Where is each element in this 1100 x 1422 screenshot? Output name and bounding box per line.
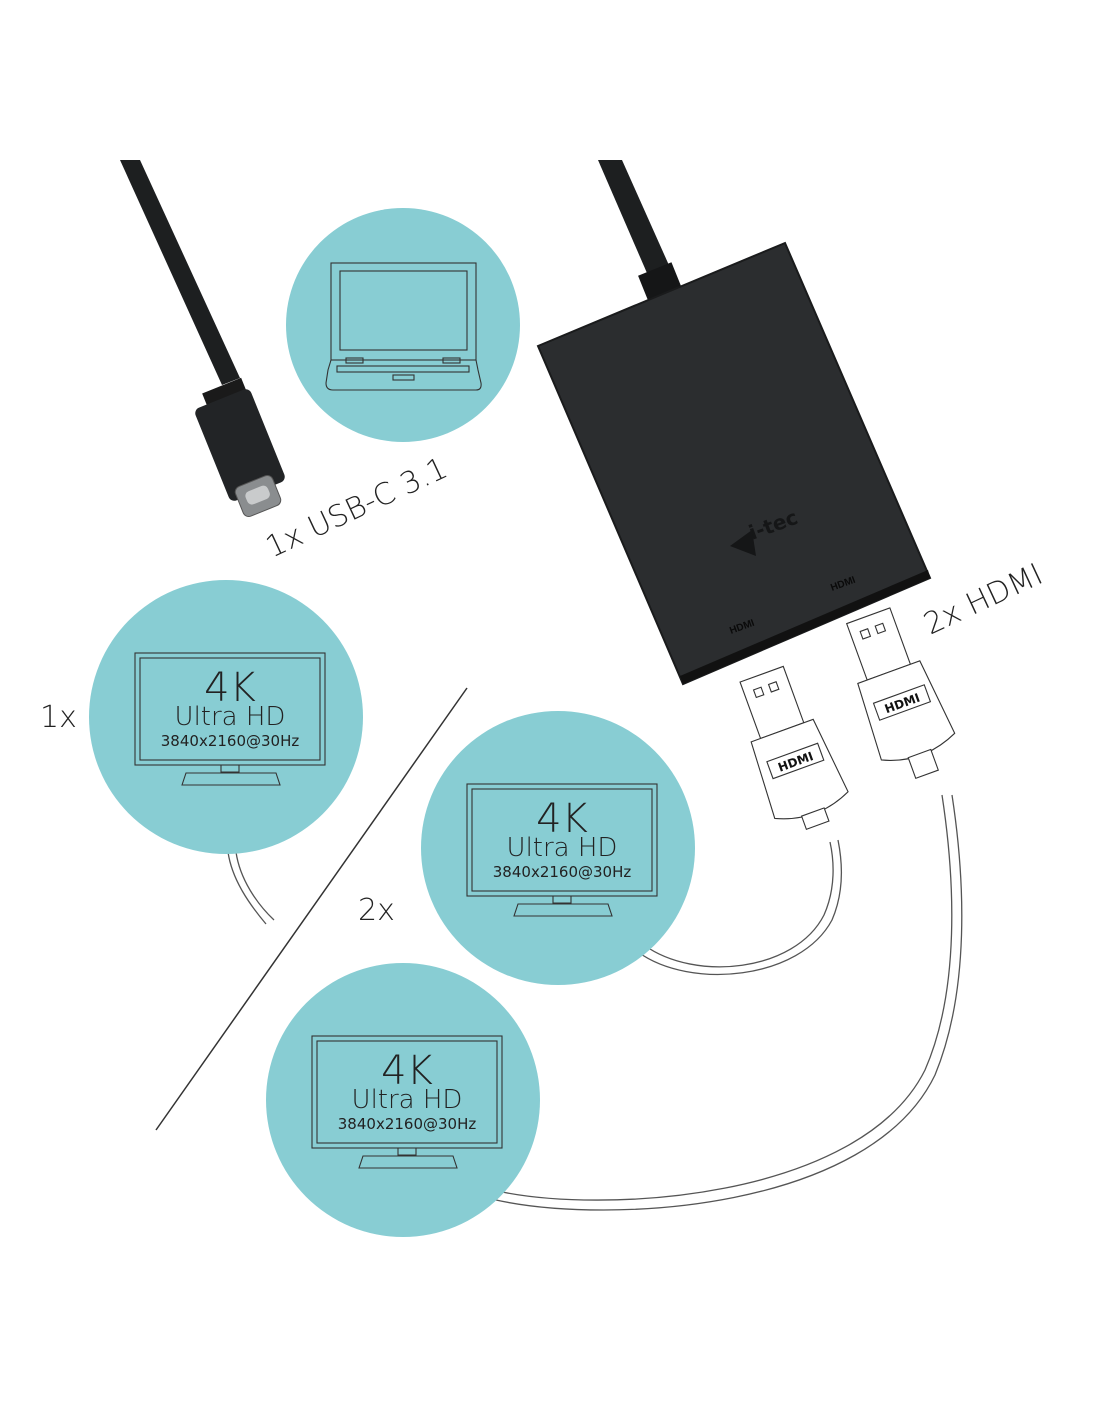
brand-arrow-icon	[730, 530, 756, 556]
circle-bg	[421, 711, 695, 985]
circle-bg	[266, 963, 540, 1237]
resolution-big: 4K	[204, 665, 256, 711]
dual-display-label: 2x	[358, 893, 395, 928]
usb-c-cable	[120, 160, 285, 518]
circle-bg	[89, 580, 363, 854]
resolution-big: 4K	[381, 1048, 433, 1094]
divider-line	[155, 687, 468, 1131]
hdmi-label: 2x HDMI	[919, 557, 1049, 642]
laptop-circle	[286, 208, 520, 442]
resolution-big: 4K	[536, 796, 588, 842]
usb-label: 1x USB-C 3.1	[261, 451, 453, 566]
resolution-mid: Ultra HD	[175, 702, 286, 732]
hdmi-plug-1: HDMI	[739, 665, 849, 830]
monitor-icon	[134, 652, 326, 786]
hdmi-cables	[227, 794, 963, 1211]
single-display-label: 1x	[40, 700, 77, 735]
laptop-icon	[325, 262, 482, 391]
monitor-circle-1: 4K Ultra HD 3840x2160@30Hz	[89, 580, 363, 854]
monitor-circle-3: 4K Ultra HD 3840x2160@30Hz	[266, 963, 540, 1237]
resolution-mid: Ultra HD	[507, 833, 618, 863]
resolution-mid: Ultra HD	[352, 1085, 463, 1115]
resolution-small: 3840x2160@30Hz	[493, 863, 632, 881]
resolution-small: 3840x2160@30Hz	[161, 732, 300, 750]
hdmi-plug-2: HDMI	[845, 607, 956, 780]
monitor-icon	[311, 1035, 503, 1169]
hdmi-adapter: i-tec HDMI HDMI	[536, 160, 932, 686]
resolution-small: 3840x2160@30Hz	[338, 1115, 477, 1133]
monitor-icon	[466, 783, 658, 917]
monitor-circle-2: 4K Ultra HD 3840x2160@30Hz	[421, 711, 695, 985]
